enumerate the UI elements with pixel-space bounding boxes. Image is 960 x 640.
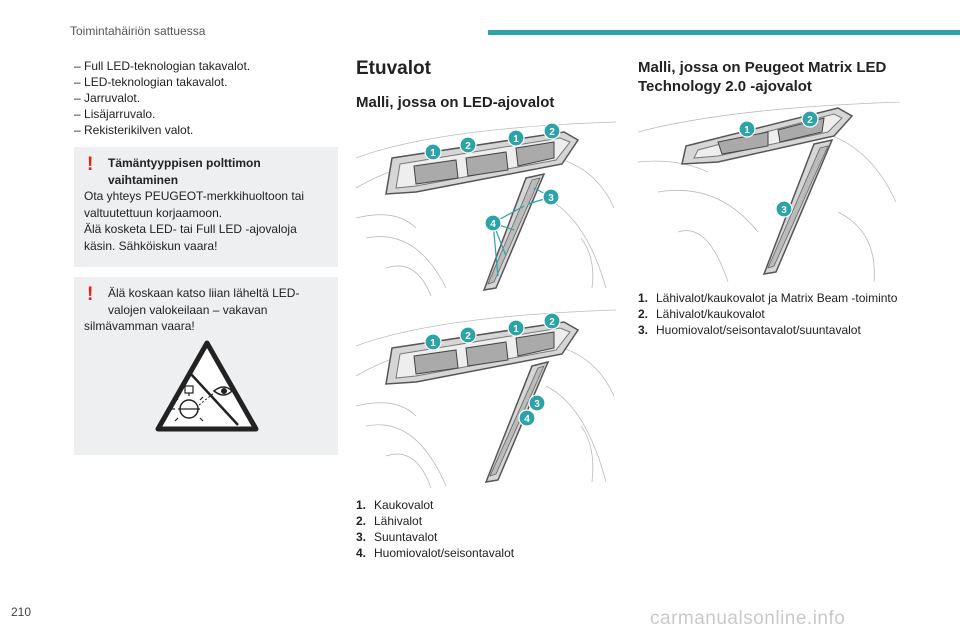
led-headlamp-figure-2: 1 2 1 2 3 4 (356, 309, 616, 488)
list-item: 2.Lähivalot (356, 514, 423, 528)
matrix-headlamp-figure: 1 2 3 (638, 102, 900, 282)
list-item: 2.Lähivalot/kaukovalot (638, 307, 765, 321)
page-number: 210 (11, 605, 32, 619)
callout-number: 3 (548, 193, 554, 204)
callout-number: 2 (465, 141, 471, 152)
callout-number: 2 (465, 331, 471, 342)
running-header: Toimintahäiriön sattuessa (70, 24, 206, 38)
callout-number: 1 (430, 338, 436, 349)
callout-number: 2 (549, 127, 555, 138)
led-headlamp-figure-1: 1 2 1 2 3 4 (356, 121, 616, 296)
list-item: LED-teknologian takavalot. (74, 74, 338, 90)
rear-lights-list: Full LED-teknologian takavalot. LED-tekn… (74, 58, 338, 138)
list-item: 3.Suuntavalot (356, 530, 438, 544)
no-looking-at-light-warning-icon (155, 340, 259, 432)
section-title: Etuvalot (356, 58, 431, 79)
subsection-title: Malli, jossa on LED-ajovalot (356, 94, 555, 111)
callout-number: 2 (807, 115, 813, 126)
callout-number: 2 (549, 317, 555, 328)
matrix-legend-list: 1.Lähivalot/kaukovalot ja Matrix Beam -t… (638, 290, 902, 338)
right-column: Malli, jossa on Peugeot Matrix LED Techn… (638, 58, 900, 96)
warning-box-led-eye: ! Älä koskaan katso liian läheltä LED-va… (74, 277, 338, 455)
front-legend-list: 1.Kaukovalot 2.Lähivalot 3.Suuntavalot 4… (356, 497, 618, 561)
list-item: 1.Kaukovalot (356, 498, 434, 512)
callout-number: 1 (513, 324, 519, 335)
warning-text: Ota yhteys PEUGEOT-merkkihuoltoon tai va… (84, 189, 305, 220)
callout-number: 1 (513, 134, 519, 145)
warning-text: Älä kosketa LED- tai Full LED -ajovaloja… (84, 222, 297, 253)
subsection-title: Malli, jossa on Peugeot Matrix LED Techn… (638, 59, 887, 95)
left-column: Full LED-teknologian takavalot. LED-tekn… (74, 58, 338, 455)
warning-text: Älä koskaan katso liian läheltä LED-valo… (108, 286, 300, 317)
header-accent-bar (488, 30, 960, 35)
callout-number: 1 (430, 148, 436, 159)
list-item: Jarruvalot. (74, 90, 338, 106)
warning-box-bulb-replacement: ! Tämäntyyppisen polttimon vaihtaminen O… (74, 147, 338, 267)
list-item: Rekisterikilven valot. (74, 122, 338, 138)
list-item: 4.Huomiovalot/seisontavalot (356, 546, 515, 560)
callout-number: 1 (744, 125, 750, 136)
callout-number: 4 (524, 414, 530, 425)
list-item: Lisäjarruvalo. (74, 106, 338, 122)
callout-number: 3 (534, 399, 540, 410)
list-item: 1.Lähivalot/kaukovalot ja Matrix Beam -t… (638, 291, 898, 305)
watermark: carmanualsonline.info (650, 608, 846, 629)
list-item: Full LED-teknologian takavalot. (74, 58, 338, 74)
exclamation-icon: ! (87, 154, 94, 175)
warning-text: silmävamman vaara! (84, 319, 195, 333)
callout-number: 3 (781, 205, 787, 216)
exclamation-icon: ! (87, 284, 94, 305)
warning-title: Tämäntyyppisen polttimon vaihtaminen (108, 156, 261, 187)
middle-column: Etuvalot Malli, jossa on LED-ajovalot (356, 58, 618, 111)
list-item: 3.Huomiovalot/seisontavalot/suuntavalot (638, 323, 861, 337)
callout-number: 4 (490, 219, 496, 230)
